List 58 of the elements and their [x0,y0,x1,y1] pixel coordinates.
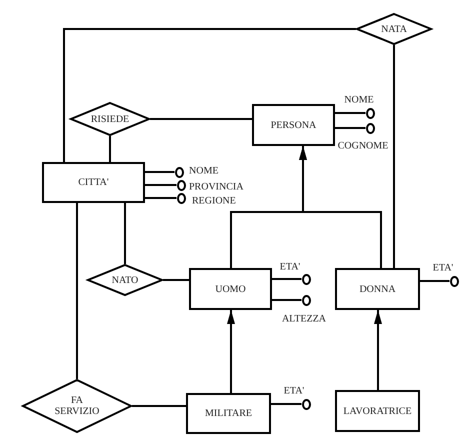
ring-icon [302,398,310,410]
attribute-line [420,280,450,282]
attribute-line [272,278,302,280]
ring-icon [302,294,310,306]
attribute-label: ALTEZZA [282,314,326,324]
attribute-line [145,184,176,186]
relationship-name: RISIEDE [90,114,130,124]
entity-name: CITTA' [78,177,109,188]
inheritance-arrow [299,146,382,268]
relationship-line [163,279,189,281]
relationship-line [124,203,126,264]
relationship-line [393,45,395,268]
inheritance-arrow [227,310,235,393]
attribute-label: NOME [189,166,218,176]
relationship-diamond [87,264,163,296]
relationship-diamond [356,13,432,45]
relationship-name: NATO [112,274,138,286]
attribute-label: COGNOME [338,140,388,152]
relationship-line [76,203,78,379]
relationship-line [63,28,356,162]
relationship-line [109,136,111,162]
attribute-label: REGIONE [192,196,236,206]
attribute-line [335,127,366,129]
entity-name: MILITARE [205,408,252,419]
attribute-line [335,112,366,114]
attribute-label: ETA' [284,386,304,396]
entity-box [186,393,271,434]
entity-box [335,268,420,310]
attribute-line [272,299,302,301]
relationship-name: NATA [381,24,407,34]
ring-icon [176,192,186,204]
entity-name: PERSONA [270,120,316,130]
entity-box [42,162,145,203]
attribute-line [145,171,174,173]
relationship-line [132,405,186,407]
relationship-diamond [70,102,150,136]
attribute-label: PROVINCIA [189,182,244,192]
relationship-diamond [22,379,132,433]
entity-name: UOMO [215,284,246,294]
attribute-label: ETA' [432,262,454,274]
inheritance-arrow [374,310,382,390]
ring-icon [174,166,184,178]
entity-name: LAVORATRICE [343,406,412,416]
entity-box [189,268,272,310]
ring-icon [450,276,458,286]
ring-icon [366,122,374,134]
attribute-label: NOME [344,94,374,106]
attribute-line [271,403,302,405]
ring-icon [366,108,374,118]
relationship-name: FA SERVIZIO [54,395,100,417]
entity-box [335,390,420,432]
entity-box [252,104,335,146]
attribute-line [145,197,176,199]
entity-name: DONNA [359,284,396,294]
relationship-line [150,118,252,120]
ring-icon [302,274,310,284]
ring-icon [176,180,186,190]
attribute-label: ETA' [280,262,300,272]
